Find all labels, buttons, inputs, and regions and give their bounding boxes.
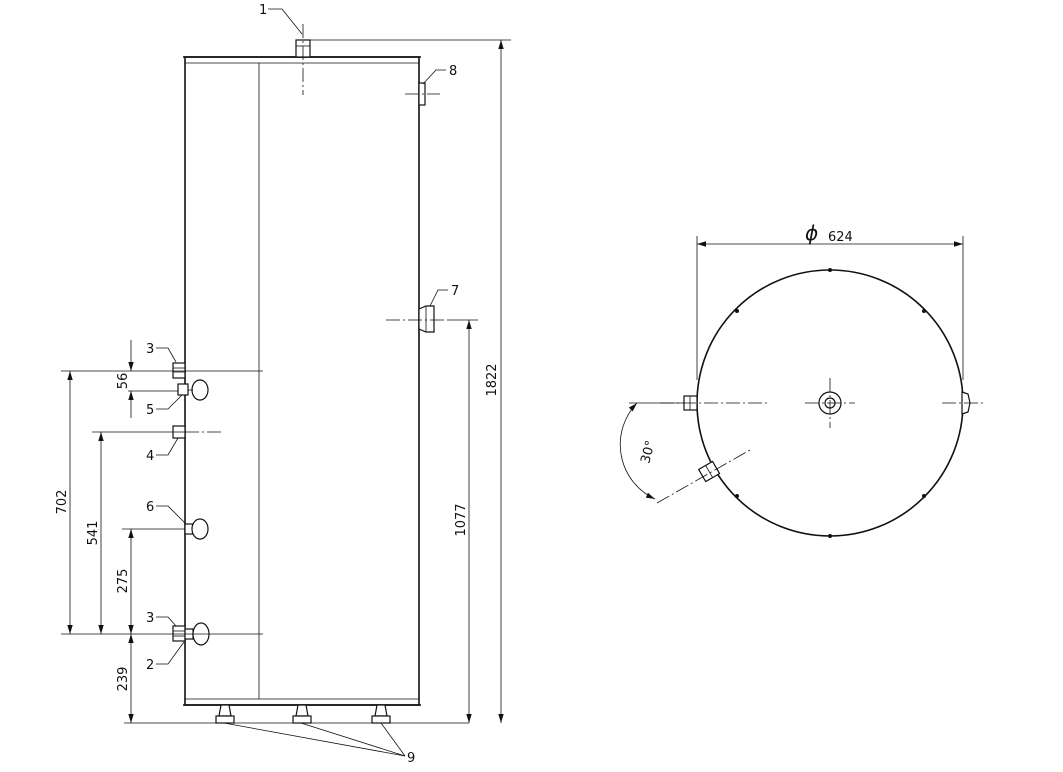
callout-9: 9	[407, 751, 415, 766]
connection-5	[177, 379, 209, 401]
dim-239: 239	[116, 667, 131, 692]
callout-6: 6	[146, 500, 154, 515]
connection-7	[386, 305, 448, 333]
side-view: 1822 1077 702 541 275 239 56 1 8 7 3 5 4…	[55, 3, 511, 766]
tank-body	[184, 56, 420, 706]
top-view-connection-right	[942, 391, 986, 415]
center-fitting	[805, 378, 855, 428]
callout-3-upper: 3	[146, 342, 154, 357]
angle-arc	[619, 402, 656, 500]
callout-1: 1	[259, 3, 267, 18]
callout-7: 7	[451, 284, 459, 299]
top-view: 30° ϕ 624	[619, 221, 986, 538]
top-view-connection-angled	[697, 460, 721, 483]
callout-5: 5	[146, 403, 154, 418]
diameter-value: 624	[828, 230, 853, 245]
dim-541: 541	[86, 521, 101, 546]
callout-8: 8	[449, 64, 457, 79]
connection-1	[295, 24, 311, 95]
foot-left	[215, 704, 235, 724]
dim-1077: 1077	[454, 503, 469, 536]
connection-3-upper	[172, 362, 186, 379]
foot-right	[371, 704, 391, 724]
connection-6	[184, 518, 209, 540]
connection-4	[172, 425, 222, 439]
callout-3-lower: 3	[146, 611, 154, 626]
angled-centerline	[656, 449, 751, 504]
dim-1822: 1822	[485, 363, 500, 396]
callout-2: 2	[146, 658, 154, 673]
callout-4: 4	[146, 449, 154, 464]
dim-56: 56	[116, 373, 131, 390]
rim-dots	[735, 268, 926, 538]
foot-center	[292, 704, 312, 724]
dim-702: 702	[55, 490, 70, 515]
dim-275: 275	[116, 569, 131, 594]
diameter-symbol: ϕ	[805, 221, 818, 245]
connection-8	[405, 82, 440, 106]
connection-3-lower	[172, 625, 186, 642]
callout-leaders	[156, 8, 448, 757]
angle-30: 30°	[638, 439, 658, 465]
